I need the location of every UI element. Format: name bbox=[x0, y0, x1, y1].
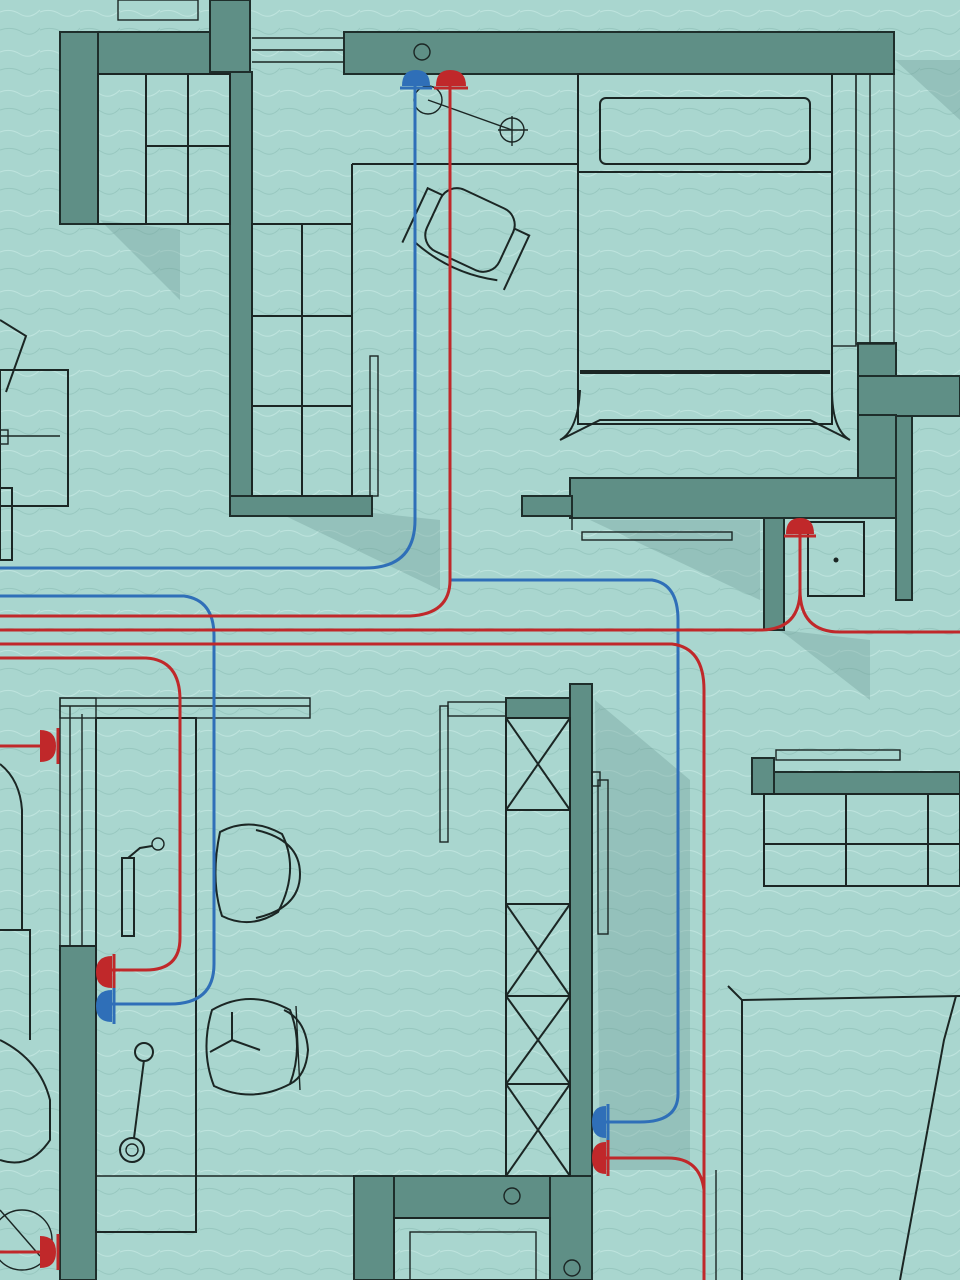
hot-pipe-right-tap bbox=[602, 1156, 706, 1192]
wall-shadows bbox=[100, 60, 960, 1170]
wall-lower-left bbox=[59, 945, 97, 1280]
top-left-cabinet bbox=[97, 0, 231, 225]
hot-water-pipes bbox=[0, 82, 960, 1280]
right-cabinet bbox=[763, 749, 960, 887]
red-valve-icon bbox=[784, 518, 816, 538]
wall-bottom-room-left bbox=[353, 1175, 395, 1280]
red-valve-icon bbox=[96, 954, 116, 990]
hot-pipe-main bbox=[0, 82, 452, 618]
left-desk bbox=[0, 319, 69, 561]
wall-right-horizontal bbox=[857, 375, 960, 417]
armchair bbox=[205, 998, 310, 1096]
round-stool bbox=[214, 823, 302, 923]
wall-bottom-room-right bbox=[549, 1175, 593, 1280]
red-valve-icon bbox=[40, 1234, 60, 1270]
threshold-lines bbox=[252, 37, 344, 63]
cold-pipe-right-branch bbox=[448, 578, 680, 1124]
wall-right-mid-stub bbox=[751, 757, 775, 795]
cold-pipe-main bbox=[0, 82, 417, 570]
red-valve-icon bbox=[592, 1140, 610, 1176]
wall-bedroom-bottom-stub bbox=[521, 495, 573, 517]
blue-valve-icon bbox=[96, 988, 116, 1024]
hot-pipe-right bbox=[0, 642, 706, 1280]
red-valve-icon bbox=[40, 728, 60, 764]
bedroom-chair bbox=[401, 186, 531, 291]
left-room-trim bbox=[59, 697, 354, 1233]
bed bbox=[559, 73, 895, 441]
wardrobe-units bbox=[505, 717, 571, 1177]
floor-lamp bbox=[119, 1042, 154, 1163]
walls bbox=[59, 0, 960, 1280]
wall-top-left-vertical bbox=[59, 31, 99, 225]
bottom-room bbox=[393, 1187, 581, 1280]
wall-closet-bottom bbox=[229, 495, 373, 517]
central-window bbox=[439, 701, 609, 935]
wall-bath-left bbox=[763, 517, 785, 631]
blue-valve-icon bbox=[592, 1104, 610, 1140]
wall-bath-right bbox=[895, 415, 913, 601]
wall-central-partition bbox=[569, 683, 593, 1181]
cold-water-pipes bbox=[0, 82, 680, 1124]
cold-pipe-left-branch bbox=[0, 594, 216, 1006]
hot-pipe-bath-loop bbox=[798, 588, 960, 634]
wall-closet-vertical bbox=[229, 71, 253, 517]
wall-bedroom-bottom bbox=[569, 477, 897, 519]
wall-top-stub bbox=[209, 0, 251, 73]
valves bbox=[40, 70, 816, 1270]
blue-valve-icon bbox=[400, 70, 432, 90]
bottom-right-bed bbox=[715, 985, 960, 1280]
desk-lamp bbox=[121, 837, 165, 937]
closet-shelves bbox=[251, 163, 578, 497]
wall-right-mid bbox=[751, 771, 960, 795]
bath-sink bbox=[571, 516, 865, 597]
wall-bedroom-top bbox=[343, 31, 895, 75]
red-valve-icon bbox=[434, 70, 468, 90]
hot-pipe-left-branch bbox=[0, 656, 182, 972]
